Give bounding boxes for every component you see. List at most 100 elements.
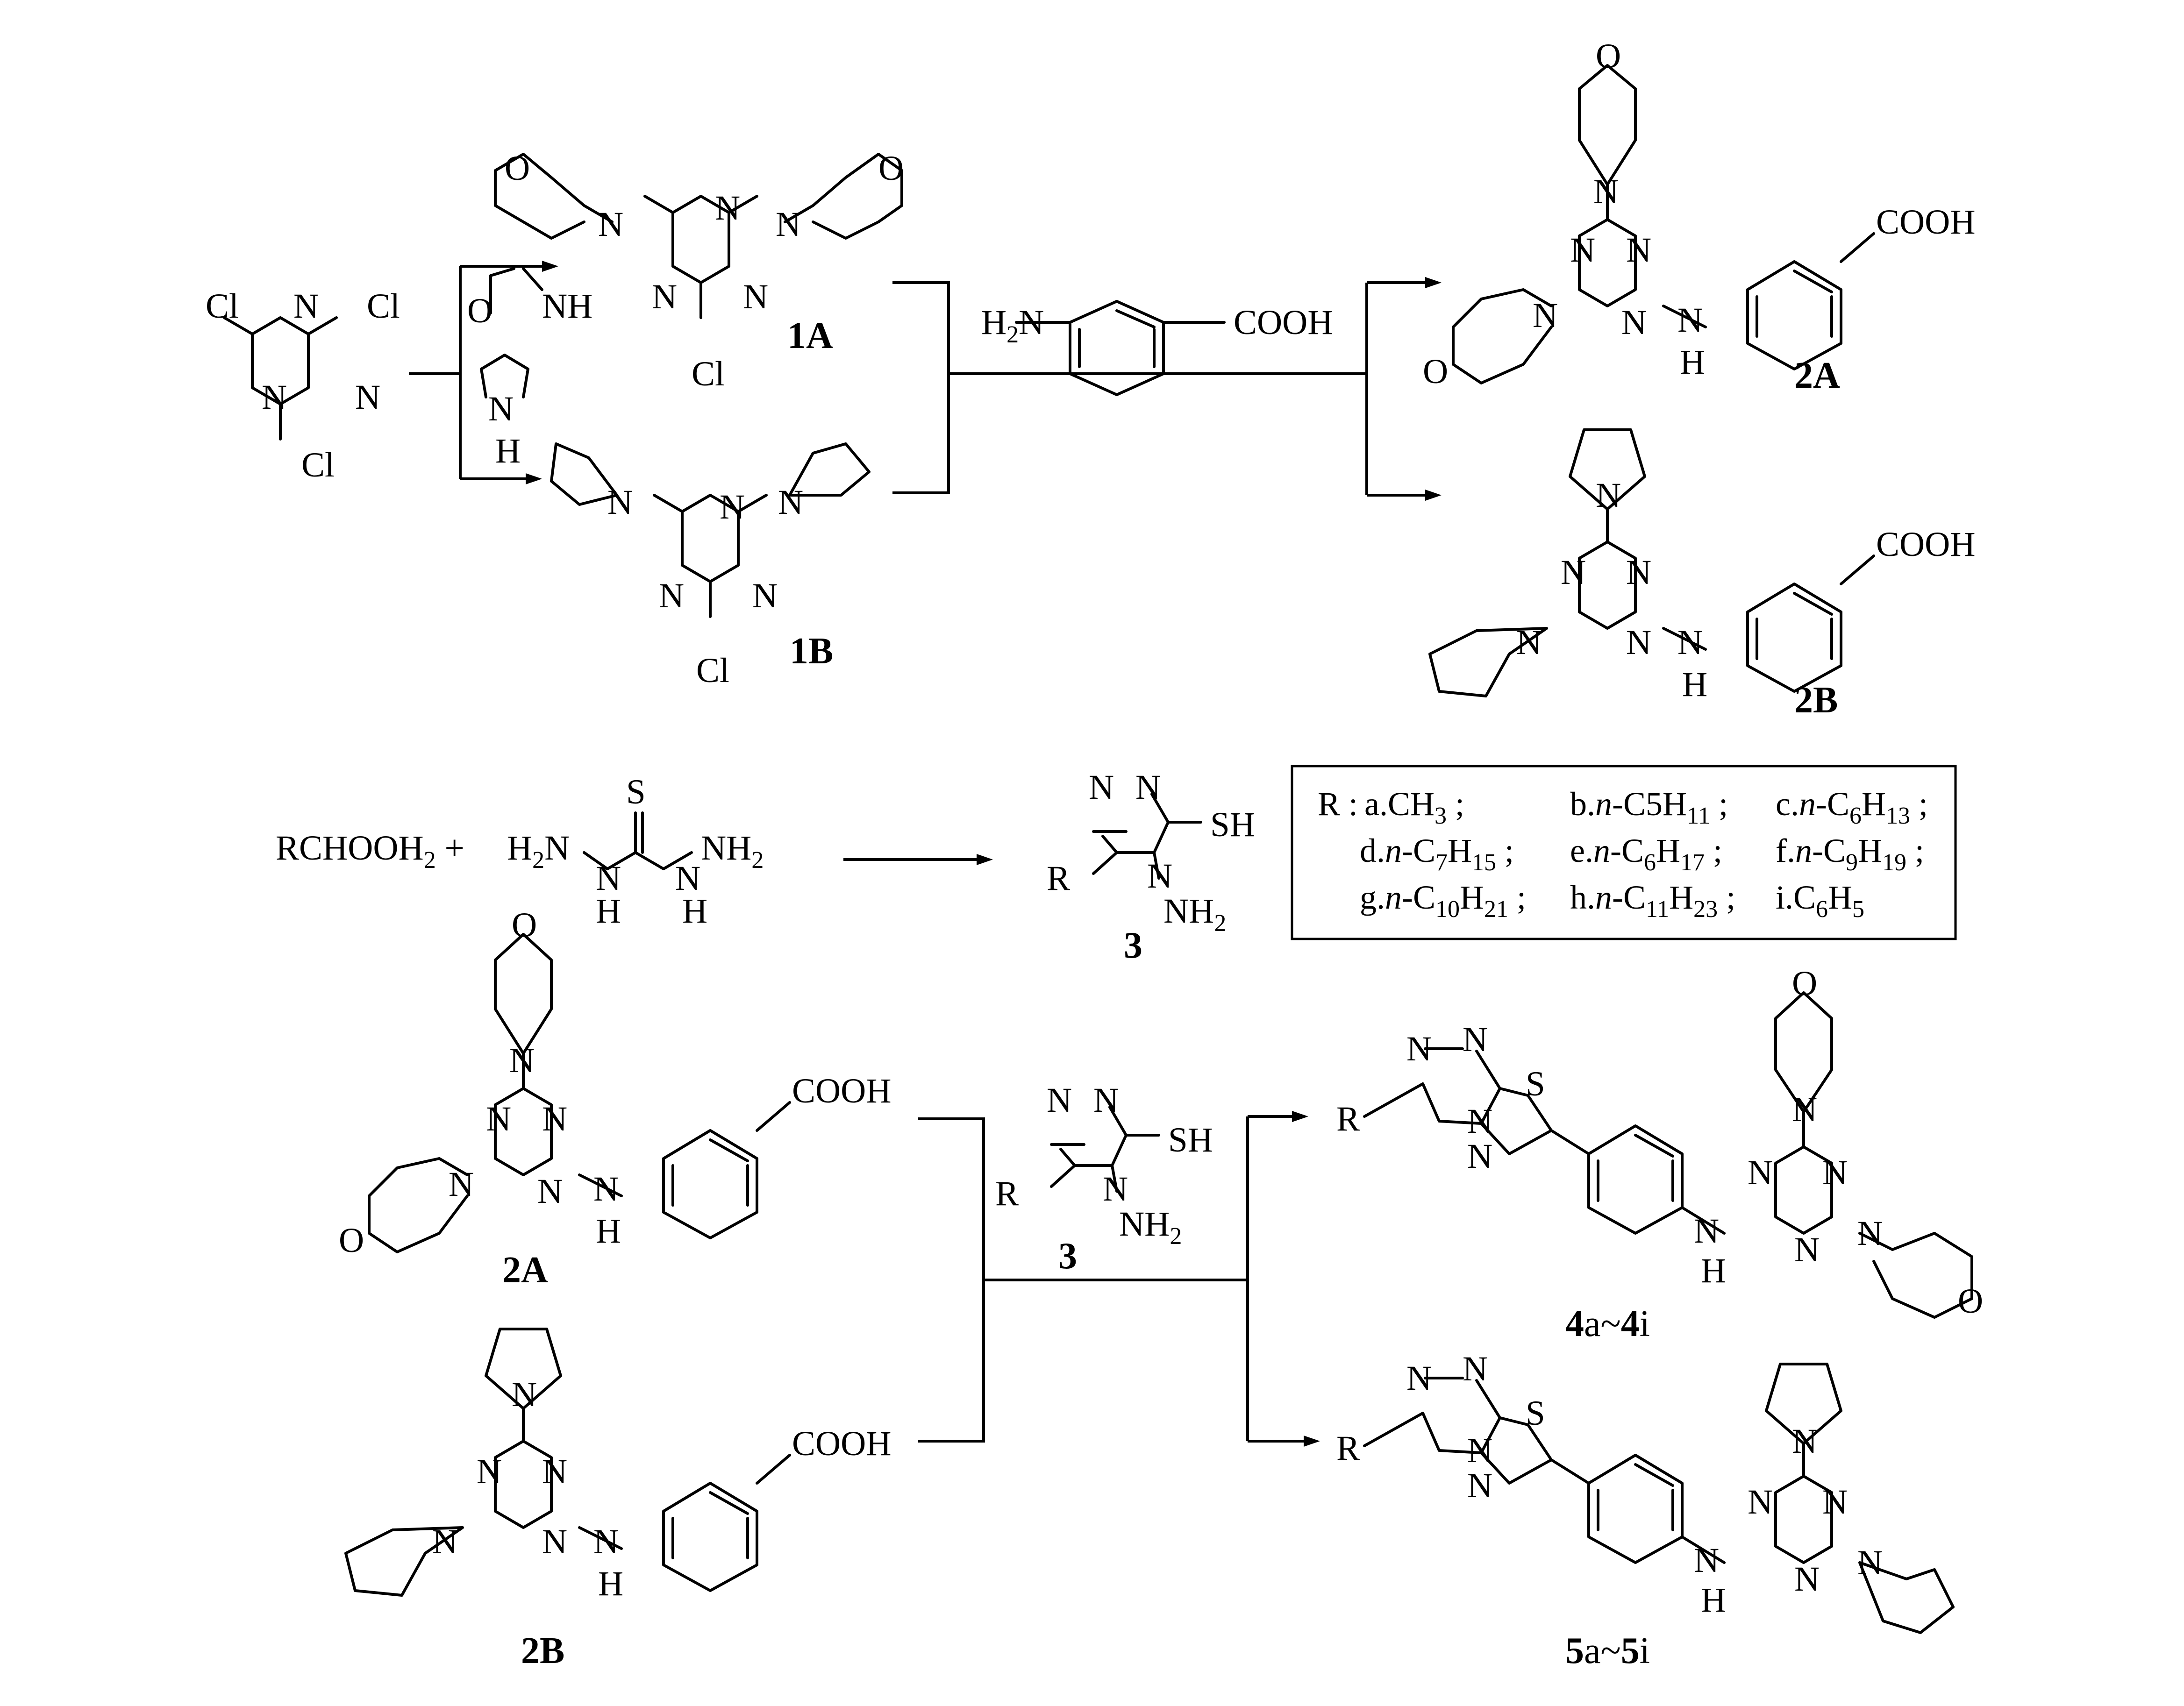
cooh-group: COOH [792,1424,892,1463]
atom-h: H [596,892,621,931]
atom-n: N [752,576,778,615]
atom-n: N [1857,1543,1883,1582]
atom-n: N [1694,1212,1719,1251]
atom-cl: Cl [301,446,335,484]
atom-n: N [675,859,700,898]
compound-label-2A: 2A [1794,355,1840,396]
r-group-legend: R : a.CH3 ; b.n-C5H11 ; c.n-C6H13 ; d.n-… [1291,765,1957,940]
atom-n: N [1626,623,1651,662]
atom-n: N [715,189,740,227]
r-option-i: i.C6H5 [1776,879,1864,923]
branch-arrows-step1 [409,261,558,484]
atom-n: N [1147,857,1172,896]
atom-n: N [1103,1170,1128,1208]
atom-h: H [495,432,521,470]
atom-n: N [1467,1431,1492,1470]
pyrrolidine-reagent: N H [480,354,529,470]
atom-n: N [1626,231,1651,270]
compound-1A: N N N N N O O Cl 1A [494,149,904,393]
atom-n: N [1792,1422,1817,1461]
atom-n: N [1822,1483,1848,1521]
r-group-box [1291,765,1957,940]
compound-2A-top: N N N N O N O N H COOH 2A [1423,37,1976,396]
atom-n: N [542,1100,567,1138]
atom-r: R [995,1174,1019,1213]
atom-n: N [1561,553,1586,592]
atom-n: N [1677,301,1703,340]
atom-n: N [593,1522,619,1561]
step3-brackets-arrows [918,1111,1320,1447]
nh2-group: NH2 [701,829,764,874]
thiocarbohydrazide-reaction: RCHOOH2 + H2N S N H N H NH2 [276,773,993,931]
atom-n: N [593,1170,619,1208]
nh2-group: NH2 [1163,892,1226,937]
atom-n: N [1135,768,1161,807]
rcoohh-reagent: RCHOOH2 + [276,829,464,874]
atom-o: O [339,1221,364,1260]
atom-n: N [659,576,684,615]
atom-n: N [743,277,768,316]
atom-n: N [449,1165,474,1204]
r-option-d: d.n-C7H15 ; [1360,832,1514,876]
compound-3-middle: N N SH R N NH2 3 [995,1081,1213,1277]
r-option-c: c.n-C6H13 ; [1776,785,1928,829]
atom-o: O [467,291,492,330]
atom-n: N [1626,553,1651,592]
atom-n: N [778,483,803,522]
atom-n: N [293,287,319,326]
atom-n: N [355,378,380,417]
atom-n: N [1694,1541,1719,1580]
compound-label-2B: 2B [1794,680,1838,721]
atom-n: N [1621,303,1647,342]
atom-o: O [505,149,530,188]
r-option-b: b.n-C5H11 ; [1570,785,1728,829]
atom-n: N [598,205,623,244]
atom-cl: Cl [696,651,729,690]
atom-n: N [1748,1153,1773,1192]
atom-s: S [1526,1394,1545,1433]
atom-n: N [542,1522,567,1561]
atom-n: N [596,859,621,898]
atom-h: H [596,1212,621,1251]
compound-label-3: 3 [1124,925,1142,966]
atom-n: N [720,488,745,526]
atom-n: N [432,1522,457,1561]
atom-n: N [477,1452,502,1491]
compound-1B: N N N N N Cl 1B [550,442,871,690]
atom-cl: Cl [692,355,725,393]
atom-n: N [1533,296,1558,335]
atom-nh: NH [542,287,592,326]
atom-n: N [1794,1560,1820,1599]
compound-label-5: 5a~5i [1565,1630,1650,1671]
compound-2B-bottom: N N N N N N H COOH 2B [344,1328,892,1671]
atom-o: O [878,149,904,188]
atom-n: N [652,277,677,316]
compound-label-4: 4a~4i [1565,1303,1650,1344]
atom-n: N [1463,1350,1488,1388]
atom-n: N [1089,768,1114,807]
compound-2B-top: N N N N N N H COOH 2B [1428,428,1976,721]
step2-brackets-arrows [892,277,1442,501]
atom-r: R [1336,1429,1360,1468]
atom-n: N [1570,231,1595,270]
atom-h: H [682,892,707,931]
atom-sh: SH [1168,1121,1213,1159]
atom-h: H [1701,1251,1726,1290]
atom-s: S [626,773,646,811]
atom-n: N [1677,623,1703,662]
aminobenzoic-acid-reagent: H2N COOH [981,300,1333,396]
atom-r: R [1047,859,1070,898]
atom-n: N [1794,1230,1820,1269]
cooh-group: COOH [792,1072,892,1110]
atom-n: N [1406,1030,1432,1068]
atom-h: H [1701,1581,1726,1620]
compound-label-1B: 1B [790,631,833,672]
compound-2A-bottom: N N N N O N O N H COOH 2A [339,906,892,1291]
atom-n: N [1467,1102,1492,1141]
atom-n: N [262,378,287,417]
atom-o: O [512,906,537,945]
compound-3-top: N N SH R N NH2 3 [1047,768,1255,966]
atom-n: N [1467,1466,1492,1505]
atom-r: R [1336,1100,1360,1138]
atom-o: O [1423,352,1448,391]
